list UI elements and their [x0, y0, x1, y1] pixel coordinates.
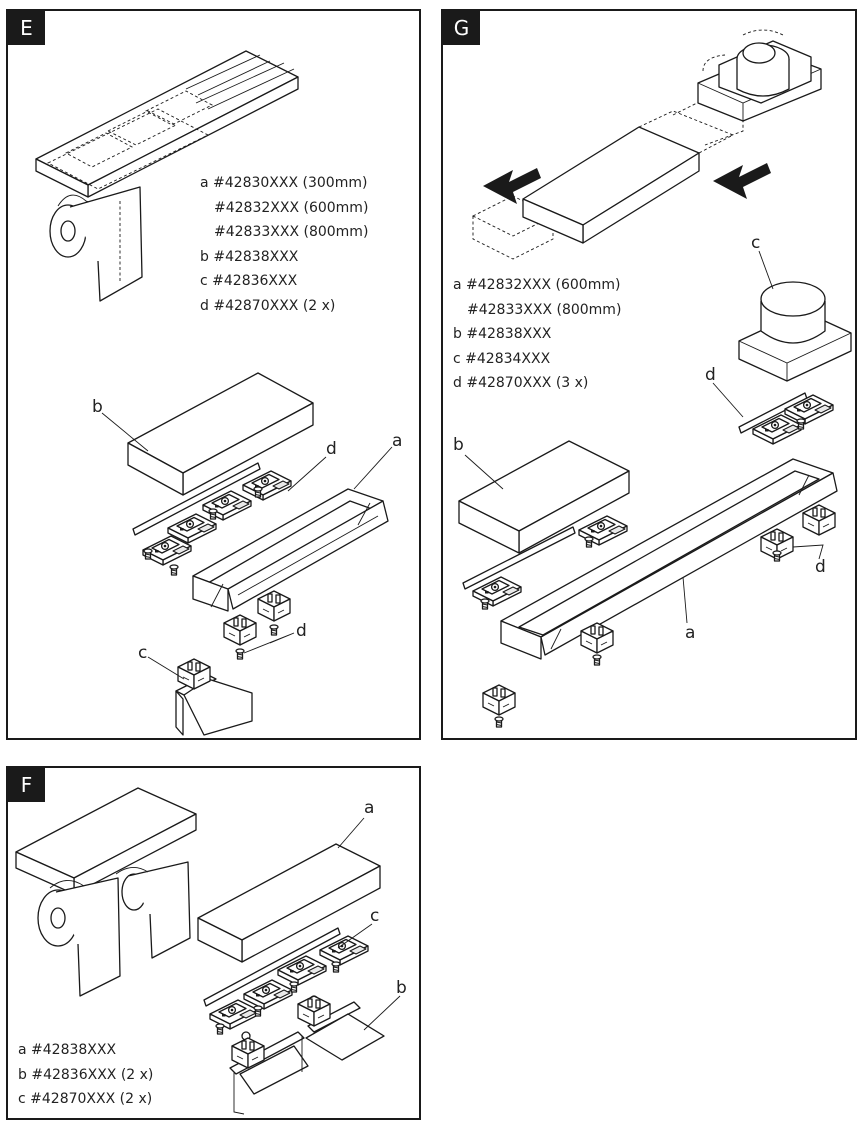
g-callout-a: a: [685, 623, 696, 643]
e-part-c: c #42836XXX: [200, 273, 298, 289]
e-callout-a: a: [392, 431, 403, 451]
panel-f-tag: F: [8, 768, 45, 802]
f-callout-b: b: [396, 978, 407, 998]
e-holder-c: [175, 658, 253, 736]
e-leader-a: [353, 446, 393, 490]
f-callout-a: a: [364, 798, 375, 818]
e-leader-b: [101, 412, 149, 452]
f-assembled-view: [15, 787, 197, 997]
g-leader-d1: [712, 382, 744, 418]
e-callout-c: c: [138, 643, 148, 663]
panel-g-illustration: [458, 29, 852, 728]
g-assembled-view: [471, 29, 822, 260]
g-parts-list-text: a #42832XXX (600mm) #42833XXX (800mm) b …: [453, 273, 621, 396]
g-arrow-right: [713, 163, 771, 199]
f-shelf-a: [197, 843, 381, 963]
e-callout-b: b: [92, 397, 103, 417]
g-leader-d2: [792, 544, 824, 560]
panel-e-tag: E: [8, 11, 45, 45]
e-brackets: [132, 462, 292, 576]
g-leader-c: [758, 250, 774, 290]
e-part-a-800: #42833XXX (800mm): [214, 224, 369, 240]
g-cup-c: [738, 281, 852, 382]
e-leader-c: [147, 656, 185, 680]
e-part-a: a #42830XXX (300mm): [200, 175, 368, 191]
panel-g: G: [441, 9, 857, 740]
panel-f-illustration: [15, 787, 401, 1115]
e-rail-a: [192, 488, 389, 612]
g-part-b: b #42838XXX: [453, 326, 552, 342]
panel-f: F: [6, 766, 421, 1120]
g-callout-c: c: [751, 233, 761, 253]
e-shelf-b: [127, 372, 314, 496]
e-parts-list-text: a #42830XXX (300mm) #42832XXX (600mm) #4…: [200, 171, 368, 318]
e-part-d: d #42870XXX (2 x): [200, 297, 336, 314]
f-holders-b: [229, 995, 385, 1115]
e-callout-d1: d: [326, 439, 337, 459]
f-leader-b: [363, 995, 401, 1031]
f-part-c: c #42870XXX (2 x): [18, 1091, 153, 1107]
e-part-b: b #42838XXX: [200, 248, 299, 265]
f-leader-c: [337, 923, 373, 949]
g-part-c: c #42834XXX: [453, 350, 551, 367]
panel-g-tag: G: [443, 11, 480, 45]
g-part-d: d #42870XXX (3 x): [453, 375, 589, 391]
f-part-a: a #42838XXX: [18, 1042, 117, 1058]
f-callout-c: c: [370, 906, 380, 926]
f-parts-list-text: a #42838XXX b #42836XXX (2 x) c #42870XX…: [18, 1038, 153, 1112]
e-callout-d2: d: [296, 621, 307, 641]
g-shelf-b: [458, 440, 630, 554]
panel-e: E: [6, 9, 421, 740]
panel-e-illustration: [35, 50, 393, 736]
g-callout-d1: d: [705, 365, 716, 385]
g-callout-d2: d: [815, 557, 826, 577]
e-assembled-view: [35, 50, 299, 302]
e-part-a-600: #42832XXX (600mm): [214, 199, 369, 216]
g-part-a-800: #42833XXX (800mm): [467, 301, 622, 318]
g-callout-b: b: [453, 435, 464, 455]
e-leader-d1: [287, 456, 327, 492]
f-part-b: b #42836XXX (2 x): [18, 1066, 154, 1083]
g-brackets: [462, 392, 834, 610]
g-rail-a: [500, 458, 838, 660]
e-leader-d2: [243, 632, 295, 654]
g-part-a: a #42832XXX (600mm): [453, 277, 621, 293]
f-leader-a: [337, 817, 365, 849]
g-leader-b: [464, 454, 504, 490]
g-leader-a: [682, 576, 688, 624]
